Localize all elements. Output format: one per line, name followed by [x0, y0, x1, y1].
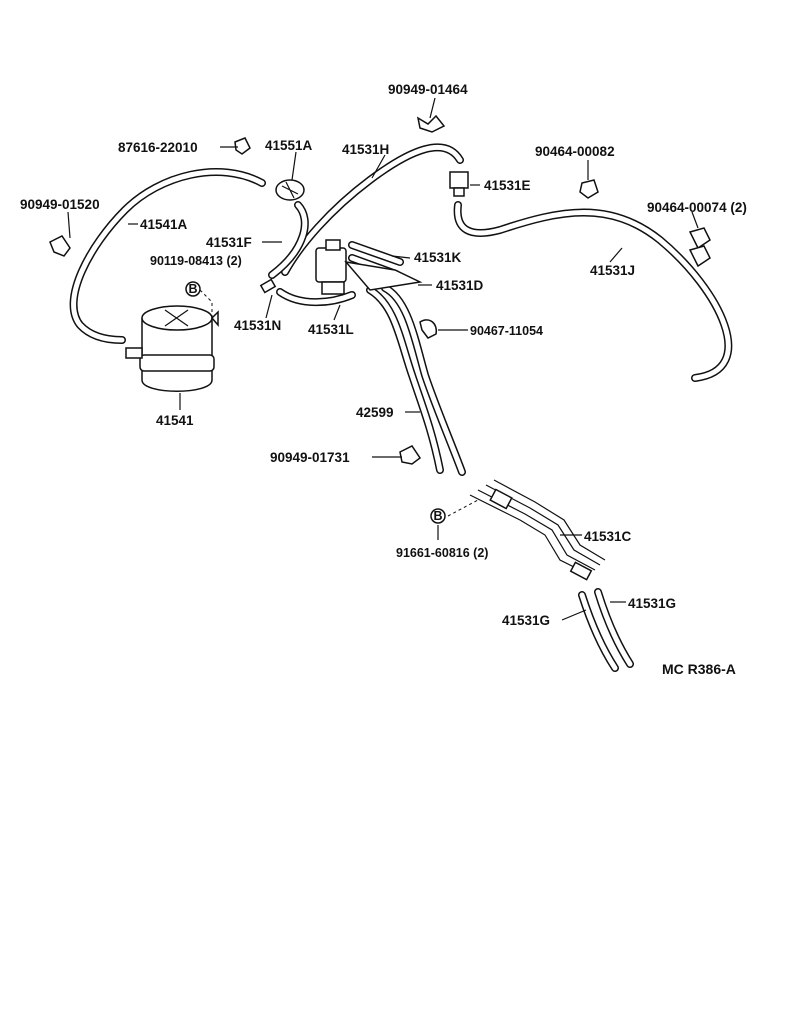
label-41531C: 41531C	[584, 529, 632, 544]
clip-90949-01464	[416, 114, 446, 133]
marker-b-bottom: B	[430, 508, 446, 524]
label-90464-00082: 90464-00082	[535, 144, 615, 159]
valve-41551A	[275, 179, 305, 201]
clip-87616-22010	[234, 137, 251, 155]
svg-text:B: B	[188, 282, 197, 296]
fitting-41531E	[449, 171, 469, 197]
label-41531N: 41531N	[234, 318, 281, 333]
canister-41541	[125, 305, 219, 392]
marker-b-top: B	[185, 281, 201, 297]
label-41531K: 41531K	[414, 250, 462, 265]
label-90949-01731: 90949-01731	[270, 450, 350, 465]
hose-41541A	[69, 168, 266, 344]
label-91661-60816: 91661-60816 (2)	[396, 546, 488, 560]
leader-lines	[67, 97, 699, 621]
label-90464-00074: 90464-00074 (2)	[647, 200, 747, 215]
clip-90464-00074	[688, 227, 711, 268]
label-41531H: 41531H	[342, 142, 389, 157]
valve-block	[315, 239, 423, 295]
label-41531E: 41531E	[484, 178, 531, 193]
label-90119-08413: 90119-08413 (2)	[150, 254, 242, 268]
hose-41531G-pair	[578, 588, 634, 672]
label-90949-01464: 90949-01464	[388, 82, 468, 97]
label-41541A: 41541A	[140, 217, 188, 232]
clip-90949-01520	[49, 235, 71, 257]
label-90949-01520: 90949-01520	[20, 197, 100, 212]
label-41541: 41541	[156, 413, 194, 428]
clip-90949-01731	[399, 445, 422, 465]
label-41531J: 41531J	[590, 263, 635, 278]
hose-41531J	[453, 201, 733, 382]
label-41531F: 41531F	[206, 235, 252, 250]
label-41531L: 41531L	[308, 322, 354, 337]
label-42599: 42599	[356, 405, 394, 420]
label-90467-11054: 90467-11054	[470, 324, 543, 338]
hose-41531F	[268, 201, 309, 279]
label-87616-22010: 87616-22010	[118, 140, 198, 155]
hose-41531L	[276, 288, 356, 307]
svg-text:B: B	[433, 509, 442, 523]
label-41531G-right: 41531G	[628, 596, 676, 611]
connector-41531N	[259, 278, 277, 294]
label-41531D: 41531D	[436, 278, 484, 293]
clip-90464-00082	[579, 179, 599, 199]
label-41531G-left: 41531G	[502, 613, 550, 628]
clip-90467-11054	[419, 319, 438, 339]
label-41551A: 41551A	[265, 138, 313, 153]
hose-42599	[366, 284, 466, 476]
pipe-41531C	[469, 479, 606, 581]
reference-code: MC R386-A	[662, 661, 736, 677]
